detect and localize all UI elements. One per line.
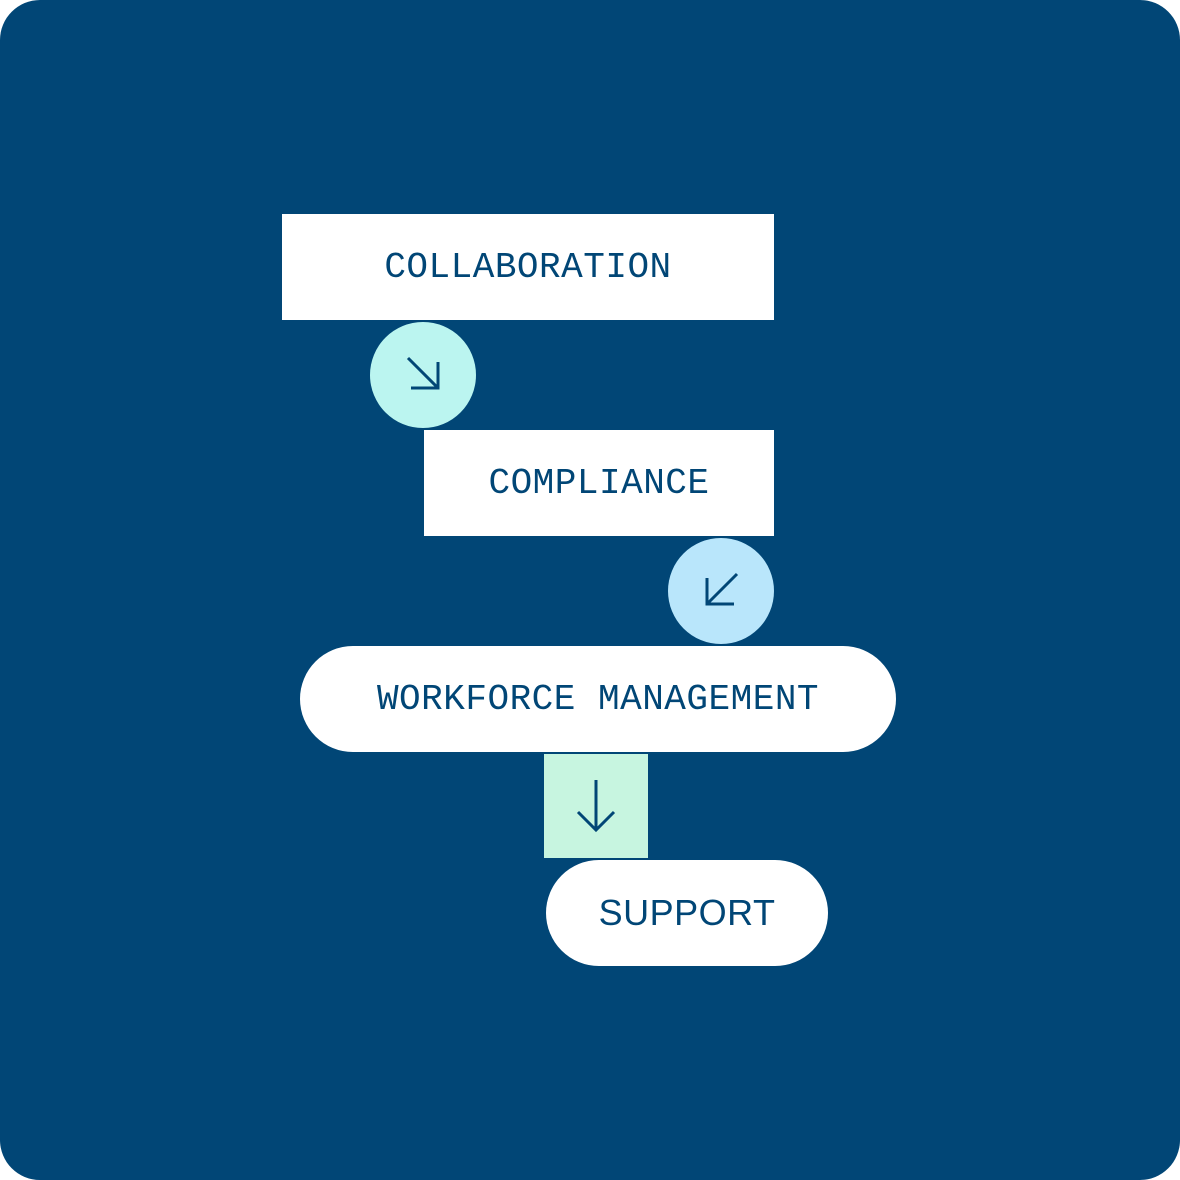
arrow-down-icon — [576, 780, 616, 833]
step-label: COLLABORATION — [384, 246, 672, 288]
step-label: SUPPORT — [598, 892, 776, 933]
step-compliance: COMPLIANCE — [424, 430, 774, 536]
step-collaboration: COLLABORATION — [282, 214, 774, 320]
arrow-down-left-icon — [705, 572, 739, 606]
connector-1 — [370, 322, 476, 428]
connector-2 — [668, 538, 774, 644]
connector-3 — [544, 754, 648, 858]
step-label: WORKFORCE MANAGEMENT — [376, 678, 820, 720]
arrow-down-right-icon — [406, 356, 440, 390]
step-support: SUPPORT — [546, 860, 828, 966]
step-workforce-management: WORKFORCE MANAGEMENT — [300, 646, 896, 752]
step-label: COMPLIANCE — [488, 462, 710, 504]
